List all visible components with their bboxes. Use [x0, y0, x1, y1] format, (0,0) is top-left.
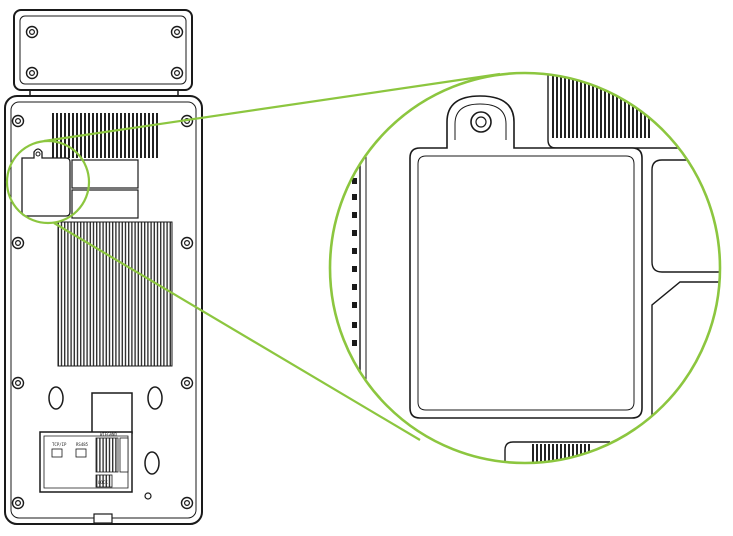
- terminal-label: TCP/IP: [52, 442, 67, 447]
- screw-icon: [25, 66, 39, 80]
- screw-icon: [180, 376, 194, 390]
- device-body: TCP/IP RS485 WIEGAND LOCK: [4, 95, 203, 525]
- mount-hole: [147, 386, 163, 410]
- magnifier-circle: [328, 71, 722, 465]
- magnified-view: [328, 71, 722, 465]
- screw-icon: [11, 114, 25, 128]
- main-vent: [58, 222, 172, 366]
- screw-icon: [170, 66, 184, 80]
- screw-icon: [25, 25, 39, 39]
- cover-plate-zoom: [409, 95, 643, 419]
- terminal-label: LOCK: [98, 480, 108, 485]
- upper-vent-zoom: [552, 73, 652, 138]
- terminal-label: RS485: [76, 442, 89, 447]
- screw-icon: [11, 376, 25, 390]
- screw-icon: [170, 25, 184, 39]
- screw-icon: [11, 236, 25, 250]
- terminal-panel: TCP/IP RS485 WIEGAND LOCK: [39, 431, 133, 493]
- upper-vent: [50, 113, 158, 158]
- cover-plate-small: [21, 148, 71, 217]
- mount-plate: [13, 9, 193, 98]
- mount-hole: [144, 451, 160, 475]
- screw-icon: [180, 496, 194, 510]
- mount-hole: [48, 386, 64, 410]
- screw-icon: [180, 236, 194, 250]
- terminal-label: WIEGAND: [100, 432, 117, 437]
- magnifier-callout: [5, 72, 501, 441]
- screw-icon: [11, 496, 25, 510]
